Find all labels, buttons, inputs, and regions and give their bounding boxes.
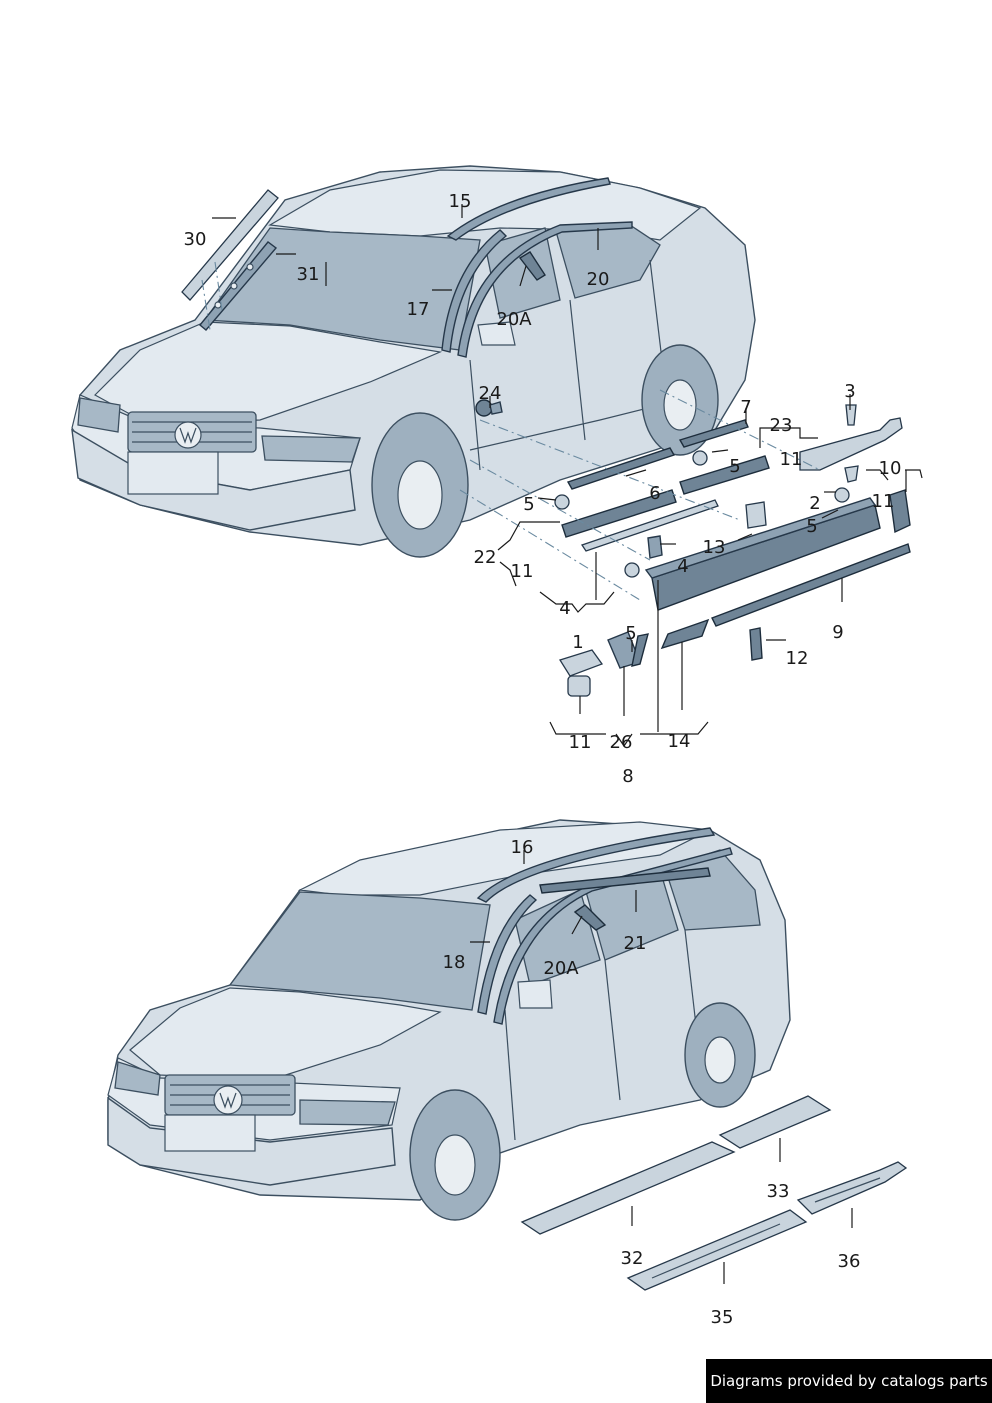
sedan-callout-29: 26 xyxy=(610,732,633,753)
sedan-callout-7: 24 xyxy=(479,383,502,404)
sedan-callout-10: 3 xyxy=(844,381,855,402)
sedan-callout-14: 5 xyxy=(523,494,534,515)
wagon-parts xyxy=(476,827,908,1291)
wagon-callout-6: 32 xyxy=(621,1248,644,1269)
sedan-callout-5: 20 xyxy=(587,269,610,290)
sedan-callout-24: 9 xyxy=(832,622,843,643)
sedan-callout-12: 5 xyxy=(729,456,740,477)
wagon-callout-7: 36 xyxy=(838,1251,861,1272)
wagon-callout-3: 20A xyxy=(543,958,579,979)
wagon-callouts: 16 18 20A 21 33 32 36 35 xyxy=(443,837,861,1328)
wagon-callout-1: 16 xyxy=(511,837,534,858)
wagon-callout-4: 21 xyxy=(624,933,647,954)
sedan-callout-27: 12 xyxy=(786,648,809,669)
sedan-callout-21: 13 xyxy=(703,537,726,558)
sedan-callout-8: 7 xyxy=(740,397,751,418)
sedan-callout-20: 11 xyxy=(511,561,534,582)
sedan-callout-23: 4 xyxy=(559,598,570,619)
wagon-callout-5: 33 xyxy=(767,1181,790,1202)
sedan-callout-13: 6 xyxy=(649,483,660,504)
sedan-callout-17: 2 xyxy=(809,493,820,514)
sedan-callout-28: 11 xyxy=(569,732,592,753)
sedan-callout-22: 4 xyxy=(677,556,688,577)
sedan-callout-26: 5 xyxy=(625,623,636,644)
sedan-callout-19: 22 xyxy=(474,547,497,568)
sedan-callout-4: 17 xyxy=(407,299,430,320)
sedan-callout-11: 11 xyxy=(780,449,803,470)
sedan-illustration xyxy=(71,165,756,558)
sedan-callout-6: 20A xyxy=(496,309,532,330)
wagon-illustration xyxy=(107,819,791,1221)
sedan-callout-9: 23 xyxy=(770,415,793,436)
sedan-callout-16: 11 xyxy=(872,491,895,512)
sedan-callout-18: 5 xyxy=(806,516,817,537)
sedan-callout-2: 30 xyxy=(184,229,207,250)
footer-credit: Diagrams provided by catalogs parts xyxy=(706,1359,992,1403)
sedan-callout-25: 1 xyxy=(572,632,583,653)
sedan-leader-lines xyxy=(212,204,923,748)
sedan-callout-31: 8 xyxy=(622,766,633,787)
sedan-callouts: 153031172020A247233115651011252211134491… xyxy=(184,191,902,787)
sedan-callout-3: 31 xyxy=(297,264,320,285)
wagon-callout-2: 18 xyxy=(443,952,466,973)
sedan-callout-15: 10 xyxy=(879,458,902,479)
sedan-callout-1: 15 xyxy=(449,191,472,212)
wagon-leader-lines xyxy=(470,850,853,1284)
sedan-parts xyxy=(181,177,911,697)
wagon-callout-8: 35 xyxy=(711,1307,734,1328)
sedan-callout-30: 14 xyxy=(668,731,691,752)
